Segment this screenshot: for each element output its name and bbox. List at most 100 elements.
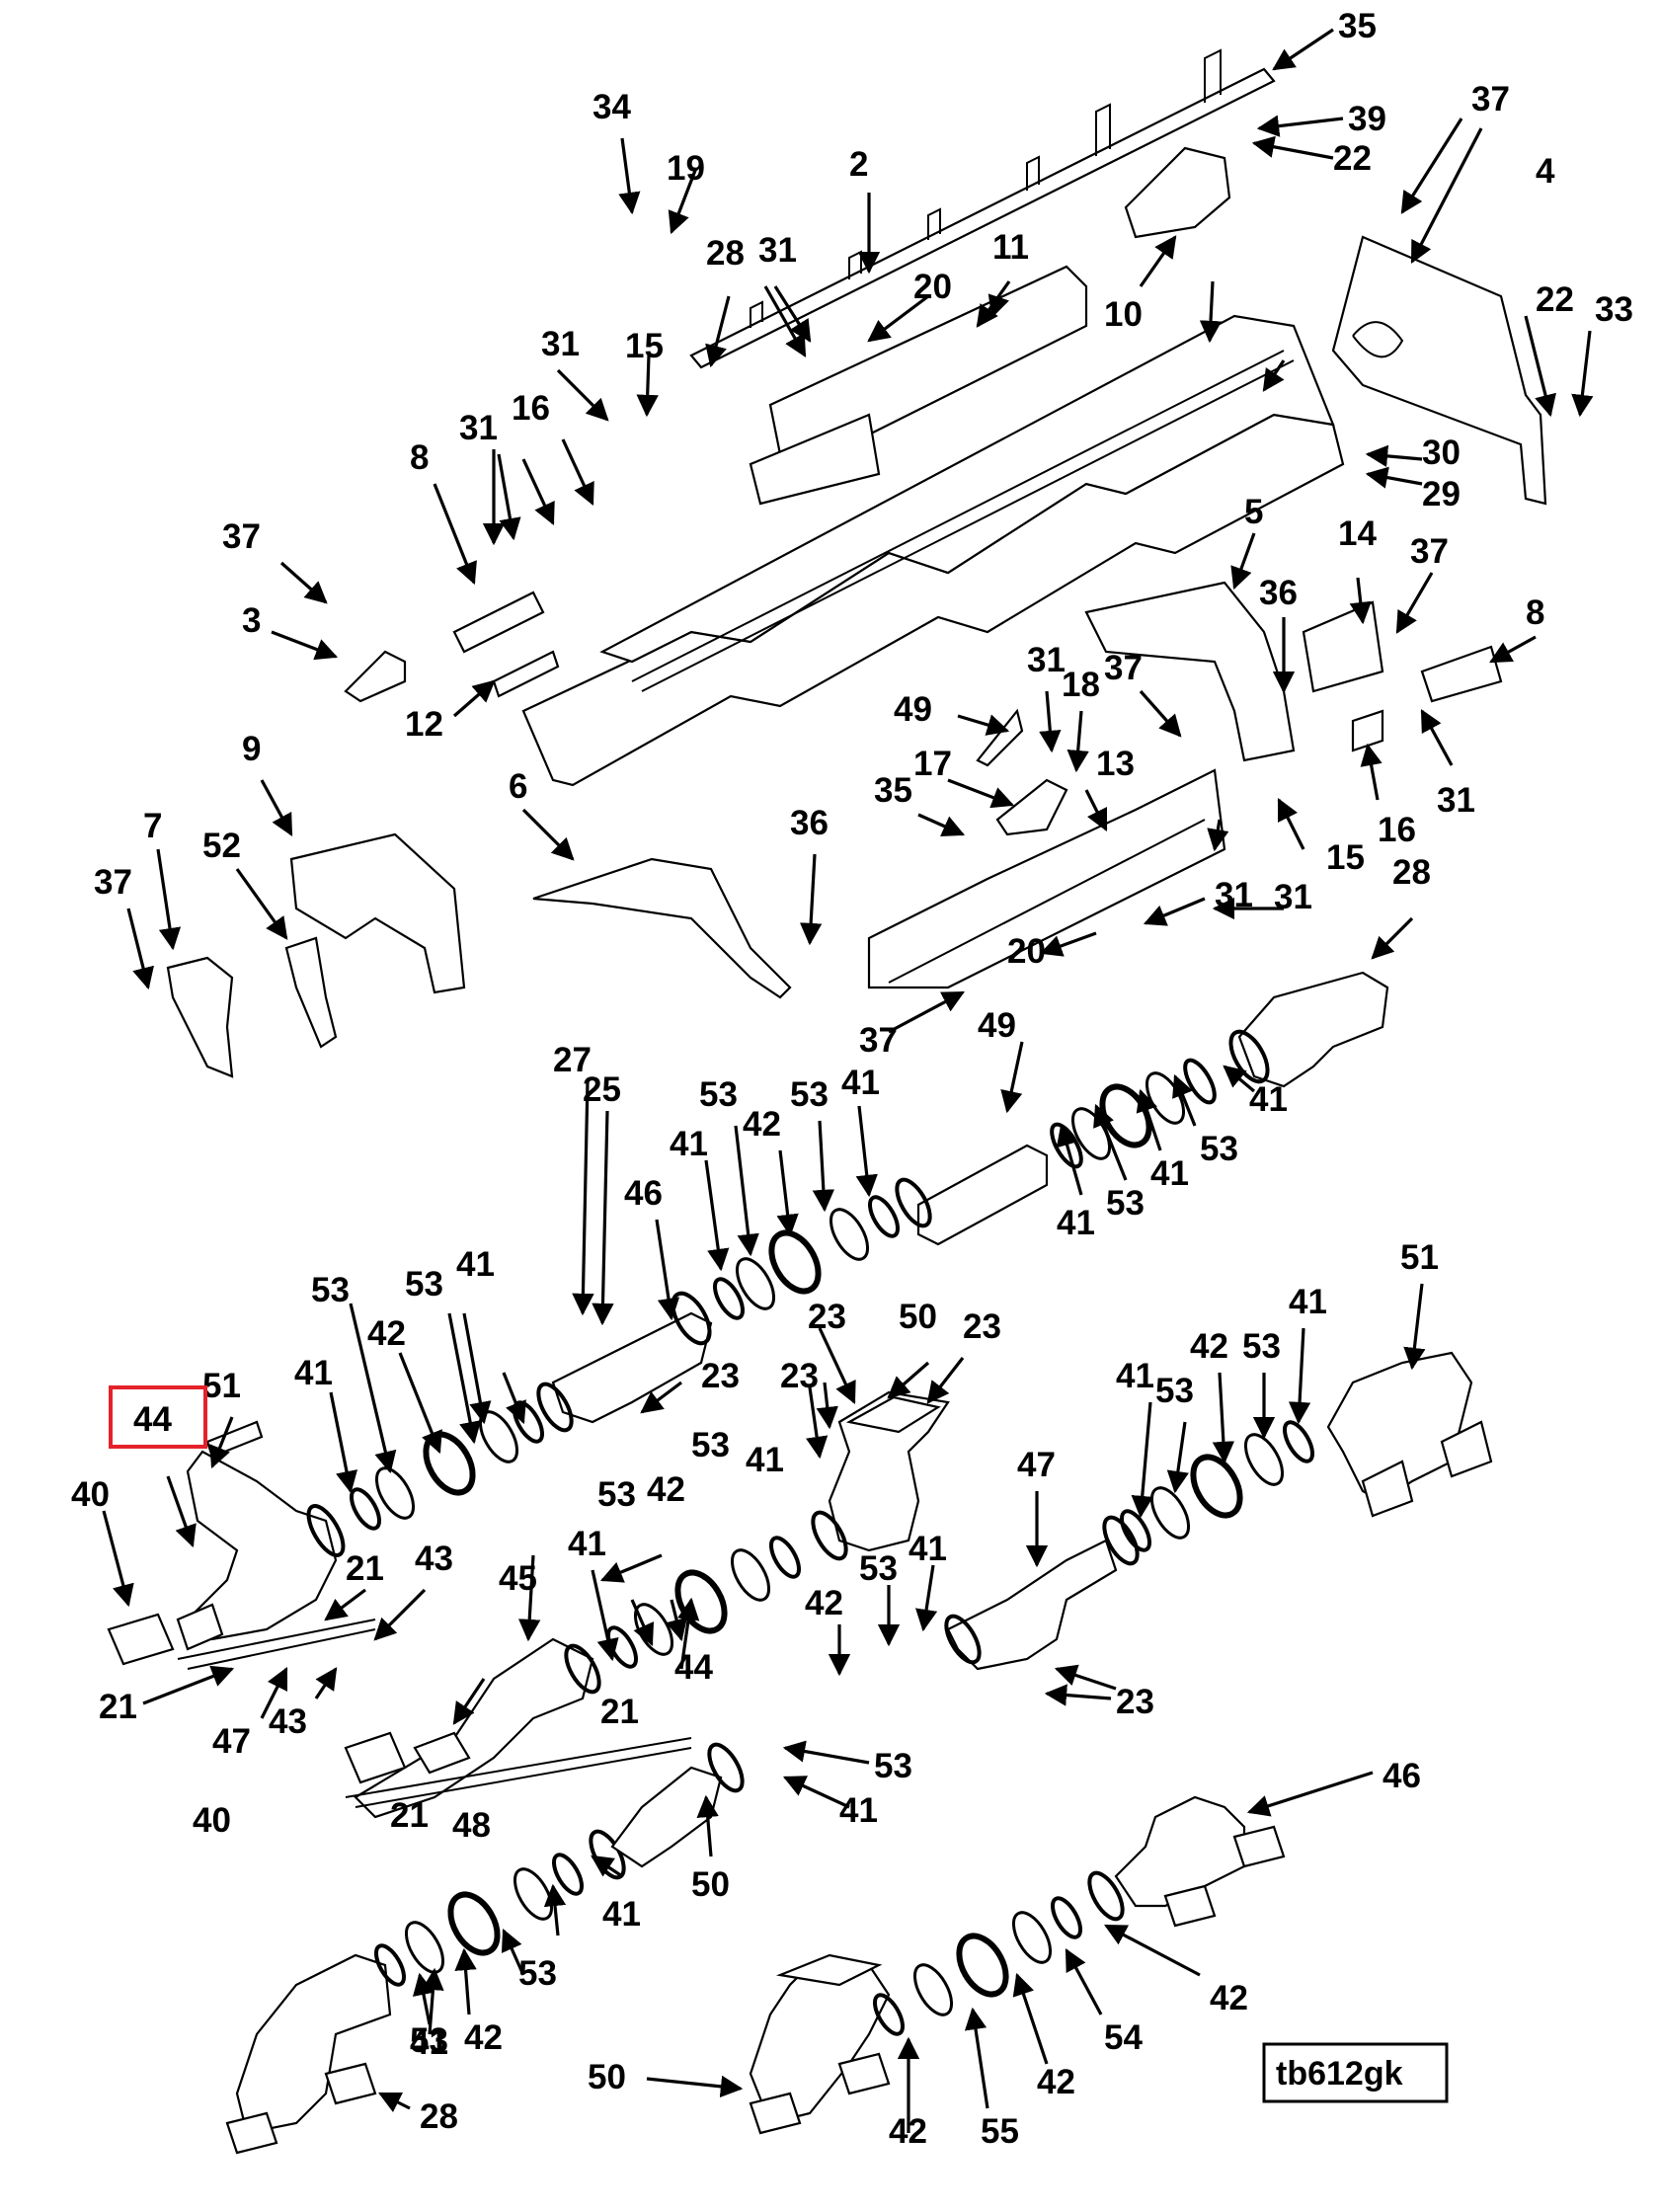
callout-42c: 42 (367, 1314, 406, 1353)
callout-53b: 53 (1106, 1184, 1145, 1223)
callout-35: 35 (874, 771, 912, 810)
callout-42b: 42 (743, 1105, 781, 1144)
callout-53i: 53 (859, 1549, 898, 1588)
callout-52: 52 (202, 827, 241, 865)
callout-2: 2 (849, 145, 868, 184)
callout-53m: 53 (518, 1954, 557, 1993)
exhaust-assembly (107, 971, 1493, 2155)
callout-9: 9 (242, 730, 261, 768)
callout-22b: 22 (1536, 280, 1574, 319)
callout-28: 28 (1392, 853, 1431, 892)
callout-37e: 37 (1104, 649, 1143, 687)
callout-31: 31 (758, 231, 797, 270)
callout-53o: 54 (1104, 2018, 1143, 2057)
manifold-44 (186, 1450, 338, 1641)
callout-10: 10 (1104, 295, 1143, 334)
side-shield-9 (289, 832, 466, 994)
left-manifold-run (107, 1382, 574, 1670)
callout-41k: 41 (1116, 1357, 1154, 1395)
callout-42d: 42 (647, 1470, 685, 1509)
callout-37b: 37 (222, 517, 261, 556)
callout-11: 11 (992, 228, 1029, 267)
callout-44: 44 (133, 1400, 172, 1439)
callout-53d: 53 (699, 1075, 738, 1114)
callout-53j: 53 (874, 1747, 912, 1785)
figure-tag-label: tb612gk (1276, 2055, 1403, 2093)
callout-17: 17 (913, 745, 952, 783)
callout-29: 29 (1422, 475, 1461, 514)
callout-41: 41 (1249, 1080, 1288, 1119)
callout-37: 37 (1471, 80, 1510, 118)
callout-20: 20 (913, 268, 952, 306)
highlighted-callout[interactable]: 44 (109, 1385, 207, 1449)
callout-49: 49 (978, 1006, 1016, 1045)
manifold-45-lower (1114, 1795, 1246, 1908)
callout-46b: 47 (1017, 1446, 1056, 1484)
callout-53n: 53 (410, 2021, 448, 2060)
manifold-45-upper (354, 1637, 594, 1819)
callout-40b: 40 (193, 1801, 231, 1840)
callout-42f: 42 (1190, 1327, 1228, 1366)
callout-31f: 31 (1274, 878, 1312, 916)
callout-53e: 53 (405, 1265, 443, 1304)
callout-43c: 44 (674, 1648, 713, 1687)
elbow-28-upper (1237, 971, 1389, 1088)
callout-41p: 42 (889, 2112, 927, 2151)
callout-18: 18 (1062, 666, 1100, 704)
callout-33: 34 (592, 88, 631, 126)
callout-39: 39 (1348, 100, 1386, 138)
lower-run (225, 1742, 1286, 2155)
callout-53k: 53 (1155, 1372, 1194, 1410)
callout-21b: 21 (99, 1688, 137, 1726)
side-panel-13 (867, 768, 1226, 989)
manifold-46-lower (946, 1539, 1118, 1671)
callout-42h: 42 (1037, 2063, 1075, 2101)
callout-28b: 28 (420, 2097, 458, 2136)
callout-50b: 50 (588, 2058, 626, 2096)
callout-41f: 41 (294, 1354, 333, 1392)
callout-36b: 36 (1259, 574, 1298, 612)
callout-34: 35 (1338, 7, 1377, 45)
callout-23: 23 (701, 1357, 740, 1395)
callout-15: 15 (625, 327, 664, 365)
callout-4: 4 (1536, 152, 1555, 191)
callout-41g: 41 (746, 1441, 784, 1479)
back-panel-right (1331, 235, 1547, 506)
callout-16b: 16 (1378, 811, 1416, 849)
callout-21c: 21 (600, 1693, 639, 1731)
callout-50: 50 (899, 1298, 937, 1336)
top-rail (689, 67, 1276, 369)
callout-25: 27 (553, 1041, 592, 1079)
heat-shield-assembly (166, 48, 1547, 1078)
callout-8: 8 (410, 438, 429, 477)
callout-41c: 41 (841, 1064, 880, 1102)
callout-41d: 41 (670, 1125, 708, 1163)
callout-12: 12 (405, 705, 443, 744)
callout-41j: 41 (839, 1791, 878, 1830)
callout-23d: 23 (780, 1357, 819, 1395)
callout-53h: 53 (597, 1475, 636, 1514)
callout-53f: 53 (311, 1271, 350, 1309)
callout-labels: 35 39 22 37 4 34 19 2 28 31 11 20 10 22 … (71, 7, 1633, 2151)
callout-51: 51 (202, 1367, 241, 1405)
highlight-box (109, 1385, 207, 1449)
callout-37c: 37 (94, 863, 132, 902)
callout-20b: 20 (1007, 932, 1046, 971)
callout-41h: 41 (568, 1525, 606, 1563)
callout-53: 53 (1200, 1130, 1238, 1168)
callout-19: 19 (667, 149, 705, 188)
callout-32: 33 (1595, 290, 1633, 329)
callout-8b: 8 (1526, 593, 1544, 632)
callout-7: 7 (143, 807, 162, 845)
callout-41i: 41 (908, 1530, 947, 1568)
callout-31b: 31 (541, 325, 580, 363)
callout-42: 41 (1150, 1154, 1189, 1193)
callout-53p: 55 (981, 2112, 1019, 2151)
lower-shield-6 (532, 857, 792, 999)
callout-31d: 31 (1027, 641, 1066, 679)
callout-23b: 23 (808, 1298, 846, 1336)
callout-23c: 23 (963, 1307, 1001, 1346)
callout-13: 13 (1096, 745, 1135, 783)
flange-40 (107, 1613, 175, 1666)
